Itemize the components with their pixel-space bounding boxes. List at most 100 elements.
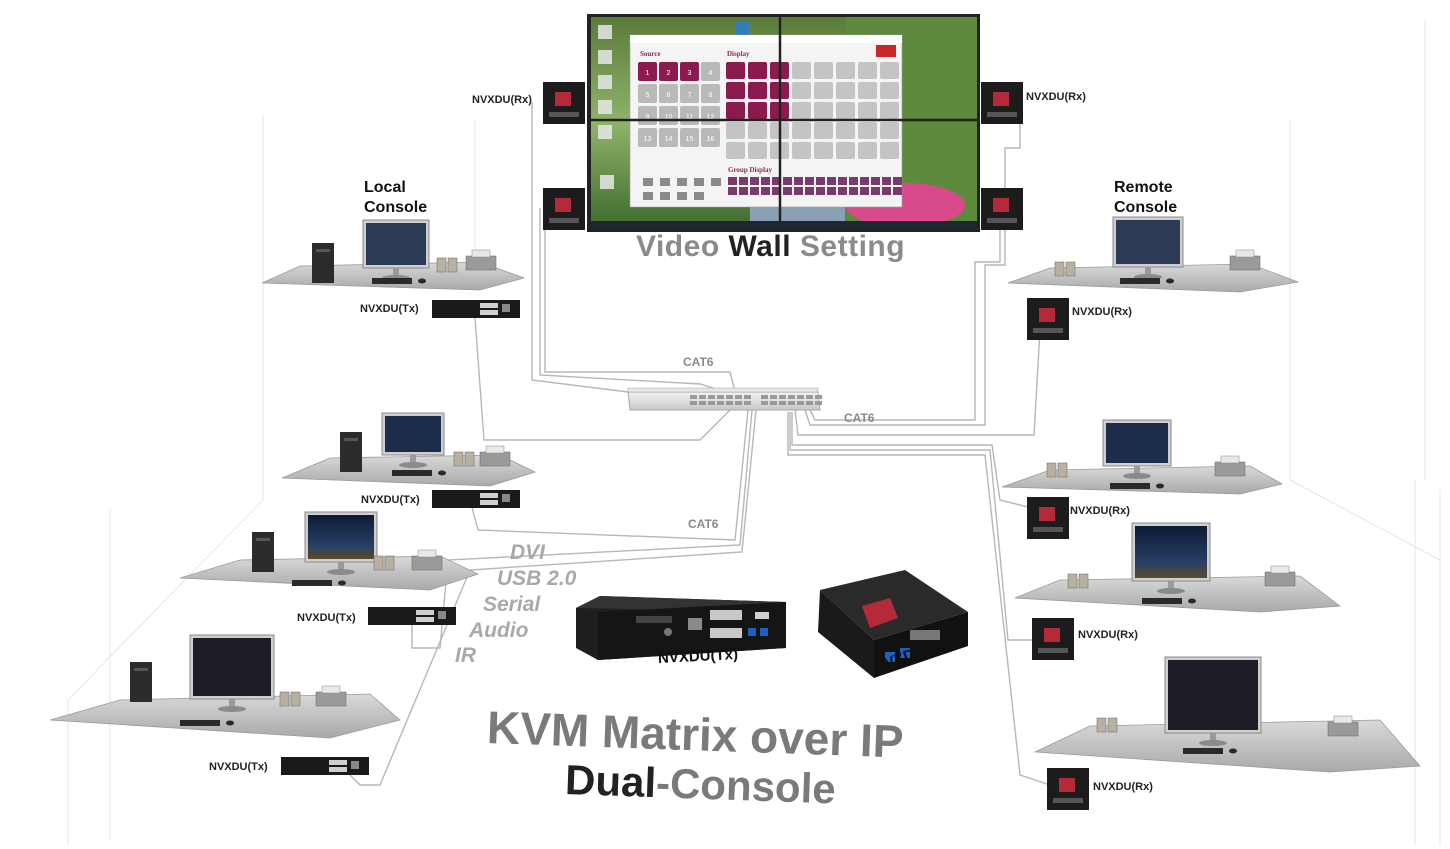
display-cell[interactable] xyxy=(836,62,855,79)
source-button[interactable]: 2 xyxy=(659,62,678,81)
group-display-cell[interactable] xyxy=(772,187,781,195)
group-display-cell[interactable] xyxy=(849,187,858,195)
group-display-cell[interactable] xyxy=(728,187,737,195)
group-display-cell[interactable] xyxy=(816,187,825,195)
group-display-cell[interactable] xyxy=(871,187,880,195)
group-display-cell[interactable] xyxy=(860,177,869,185)
group-display-cell[interactable] xyxy=(761,187,770,195)
group-display-cell[interactable] xyxy=(772,177,781,185)
display-cell[interactable] xyxy=(814,142,833,159)
display-cell[interactable] xyxy=(836,82,855,99)
source-button-label: 7 xyxy=(688,92,692,99)
group-display-cell[interactable] xyxy=(816,177,825,185)
group-display-cell[interactable] xyxy=(750,187,759,195)
group-display-cell[interactable] xyxy=(728,177,737,185)
source-button[interactable]: 11 xyxy=(680,106,699,125)
workstation xyxy=(1014,522,1342,613)
display-cell[interactable] xyxy=(748,122,767,139)
source-button[interactable]: 8 xyxy=(701,84,720,103)
cat6-label-right: CAT6 xyxy=(844,411,875,425)
display-cell[interactable] xyxy=(880,122,899,139)
display-cell[interactable] xyxy=(814,122,833,139)
display-cell[interactable] xyxy=(726,102,745,119)
display-cell[interactable] xyxy=(792,142,811,159)
source-button[interactable]: 10 xyxy=(659,106,678,125)
display-cell[interactable] xyxy=(858,122,877,139)
display-cell[interactable] xyxy=(858,62,877,79)
group-display-cell[interactable] xyxy=(882,177,891,185)
display-cell[interactable] xyxy=(748,82,767,99)
source-button[interactable]: 4 xyxy=(701,62,720,81)
display-cell[interactable] xyxy=(836,102,855,119)
source-button[interactable]: 7 xyxy=(680,84,699,103)
display-cell[interactable] xyxy=(880,82,899,99)
display-cell[interactable] xyxy=(792,122,811,139)
display-cell[interactable] xyxy=(880,62,899,79)
display-cell[interactable] xyxy=(858,142,877,159)
group-display-cell[interactable] xyxy=(893,177,902,185)
group-display-cell[interactable] xyxy=(761,177,770,185)
source-button[interactable]: 9 xyxy=(638,106,657,125)
display-cell[interactable] xyxy=(792,82,811,99)
display-cell[interactable] xyxy=(792,62,811,79)
source-button[interactable]: 16 xyxy=(701,128,720,147)
group-display-cell[interactable] xyxy=(794,177,803,185)
group-display-cell[interactable] xyxy=(893,187,902,195)
source-button[interactable]: 5 xyxy=(638,84,657,103)
tx-unit-icon xyxy=(432,300,520,318)
group-display-cell[interactable] xyxy=(750,177,759,185)
cat6-cables xyxy=(349,102,1051,786)
display-cell[interactable] xyxy=(726,122,745,139)
source-button[interactable]: 12 xyxy=(701,106,720,125)
group-display-cell[interactable] xyxy=(739,187,748,195)
group-display-cell[interactable] xyxy=(882,187,891,195)
group-display-cell[interactable] xyxy=(827,177,836,185)
source-button-label: 14 xyxy=(665,136,673,143)
keyboard xyxy=(392,470,432,476)
source-heading: Source xyxy=(640,50,660,58)
group-display-cell[interactable] xyxy=(871,177,880,185)
group-display-cell[interactable] xyxy=(838,187,847,195)
source-button[interactable]: 14 xyxy=(659,128,678,147)
group-display-cell[interactable] xyxy=(860,187,869,195)
source-button-label: 4 xyxy=(709,70,713,77)
headline-rest-word: -Console xyxy=(655,759,837,813)
display-cell[interactable] xyxy=(814,102,833,119)
source-button-label: 5 xyxy=(646,92,650,99)
display-cell[interactable] xyxy=(858,102,877,119)
speaker xyxy=(373,555,384,571)
group-display-cell[interactable] xyxy=(849,177,858,185)
source-button[interactable]: 13 xyxy=(638,128,657,147)
group-display-cell[interactable] xyxy=(805,187,814,195)
pc-tower xyxy=(340,432,362,472)
source-button[interactable]: 6 xyxy=(659,84,678,103)
display-cell[interactable] xyxy=(814,62,833,79)
group-display-cell[interactable] xyxy=(794,187,803,195)
source-button[interactable]: 15 xyxy=(680,128,699,147)
display-cell[interactable] xyxy=(726,142,745,159)
signal-label: Audio xyxy=(469,619,529,642)
display-cell[interactable] xyxy=(792,102,811,119)
cat6-label-top: CAT6 xyxy=(683,355,714,369)
display-cell[interactable] xyxy=(858,82,877,99)
group-display-cell[interactable] xyxy=(805,177,814,185)
source-button[interactable]: 3 xyxy=(680,62,699,81)
group-display-cell[interactable] xyxy=(739,177,748,185)
display-cell[interactable] xyxy=(748,62,767,79)
group-display-cell[interactable] xyxy=(827,187,836,195)
display-cell[interactable] xyxy=(726,62,745,79)
display-cell[interactable] xyxy=(880,102,899,119)
group-display-cell[interactable] xyxy=(783,187,792,195)
display-cell[interactable] xyxy=(880,142,899,159)
display-cell[interactable] xyxy=(814,82,833,99)
printer xyxy=(479,451,511,467)
display-cell[interactable] xyxy=(836,122,855,139)
display-cell[interactable] xyxy=(748,102,767,119)
group-display-cell[interactable] xyxy=(838,177,847,185)
source-button[interactable]: 1 xyxy=(638,62,657,81)
group-display-cell[interactable] xyxy=(783,177,792,185)
display-cell[interactable] xyxy=(726,82,745,99)
rx-label-top-right: NVXDU(Rx) xyxy=(1026,91,1086,103)
display-cell[interactable] xyxy=(836,142,855,159)
display-cell[interactable] xyxy=(748,142,767,159)
